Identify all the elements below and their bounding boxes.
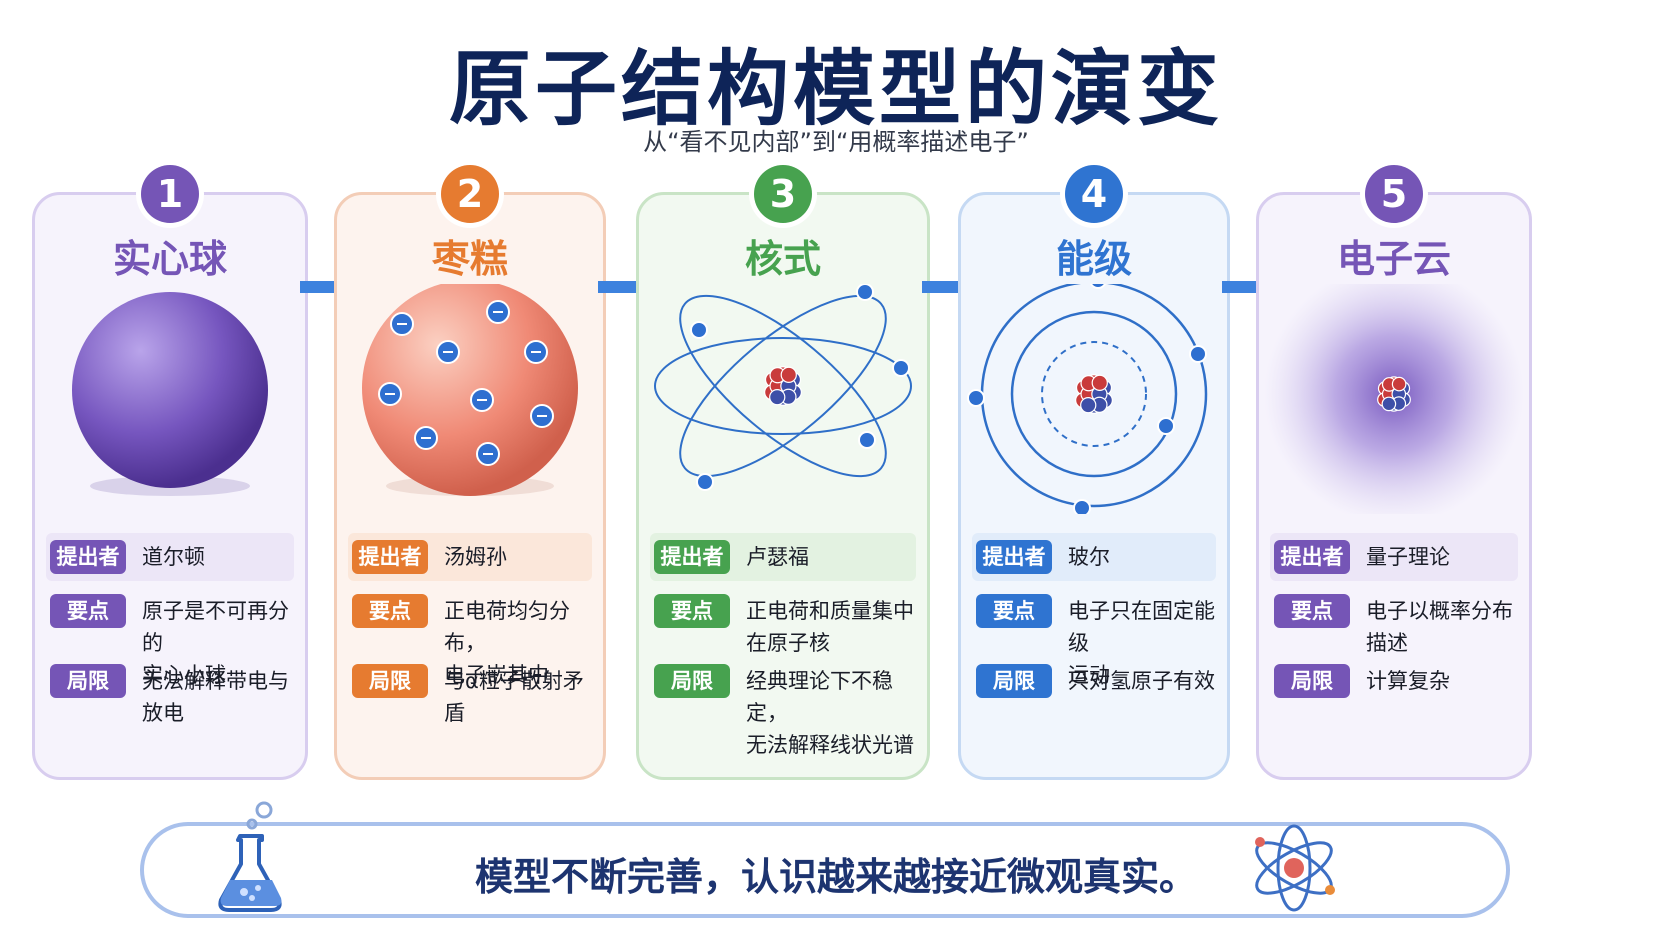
proposer-text: 玻尔	[1068, 545, 1110, 569]
step-number-badge: 5	[1365, 165, 1423, 223]
keypoint-text: 原子是不可再分的实心小球	[142, 599, 289, 687]
keypoint-label: 要点	[1274, 594, 1350, 628]
model-illustration	[37, 284, 303, 518]
keypoint-text: 电子只在固定能级运动	[1068, 599, 1215, 687]
proposer-text: 汤姆孙	[444, 545, 507, 569]
proposer-label: 提出者	[976, 540, 1052, 574]
model-illustration	[648, 283, 918, 518]
limitation-label: 局限	[50, 664, 126, 698]
limitation-text: 与α粒子散射矛盾	[444, 669, 584, 725]
proposer-label: 提出者	[654, 540, 730, 574]
solid-sphere-icon	[72, 292, 268, 496]
keypoint-text: 正电荷和质量集中在原子核	[746, 599, 914, 655]
model-illustration	[1261, 264, 1527, 524]
limitation-label: 局限	[976, 664, 1052, 698]
plum-pudding-icon	[362, 280, 578, 496]
step-number-badge: 3	[754, 165, 812, 223]
limitation-label: 局限	[352, 664, 428, 698]
bohr-orbits-icon	[967, 271, 1208, 517]
limitation-text: 计算复杂	[1366, 669, 1450, 693]
atom-icon	[1255, 824, 1335, 912]
conclusion-text: 模型不断完善，认识越来越接近微观真实。	[474, 855, 1197, 899]
limitation-text: 经典理论下不稳定，无法解释线状光谱	[746, 669, 914, 757]
keypoint-label: 要点	[654, 594, 730, 628]
proposer-text: 卢瑟福	[746, 545, 809, 569]
limitation-text: 无法解释带电与放电	[142, 669, 289, 725]
keypoint-label: 要点	[976, 594, 1052, 628]
model-illustration	[339, 280, 601, 518]
model-illustration	[963, 271, 1225, 518]
limitation-label: 局限	[1274, 664, 1350, 698]
keypoint-text: 电子以概率分布描述	[1366, 599, 1513, 655]
model-name: 枣糕	[431, 237, 508, 281]
keypoint-label: 要点	[50, 594, 126, 628]
proposer-label: 提出者	[352, 540, 428, 574]
model-name: 电子云	[1336, 237, 1451, 281]
proposer-label: 提出者	[1274, 540, 1350, 574]
flask-icon	[218, 801, 282, 912]
electron-cloud-icon	[1264, 264, 1524, 524]
step-number-badge: 1	[141, 165, 199, 223]
step-number-badge: 4	[1065, 165, 1123, 223]
page-subtitle: 从“看不见内部”到“用概率描述电子”	[643, 128, 1029, 156]
proposer-text: 量子理论	[1366, 545, 1450, 569]
limitation-label: 局限	[654, 664, 730, 698]
keypoint-label: 要点	[352, 594, 428, 628]
proposer-text: 道尔顿	[142, 545, 205, 569]
limitation-text: 只对氢原子有效	[1068, 669, 1215, 693]
model-name: 实心球	[112, 237, 227, 281]
step-number-badge: 2	[441, 165, 499, 223]
page-title: 原子结构模型的演变	[448, 42, 1223, 137]
model-name: 核式	[744, 237, 821, 281]
conclusion-banner	[140, 801, 1510, 918]
nuclear-atom-icon	[654, 283, 912, 491]
keypoint-text: 正电荷均匀分布，电子嵌其中	[444, 599, 570, 687]
proposer-label: 提出者	[50, 540, 126, 574]
model-name: 能级	[1055, 237, 1132, 281]
